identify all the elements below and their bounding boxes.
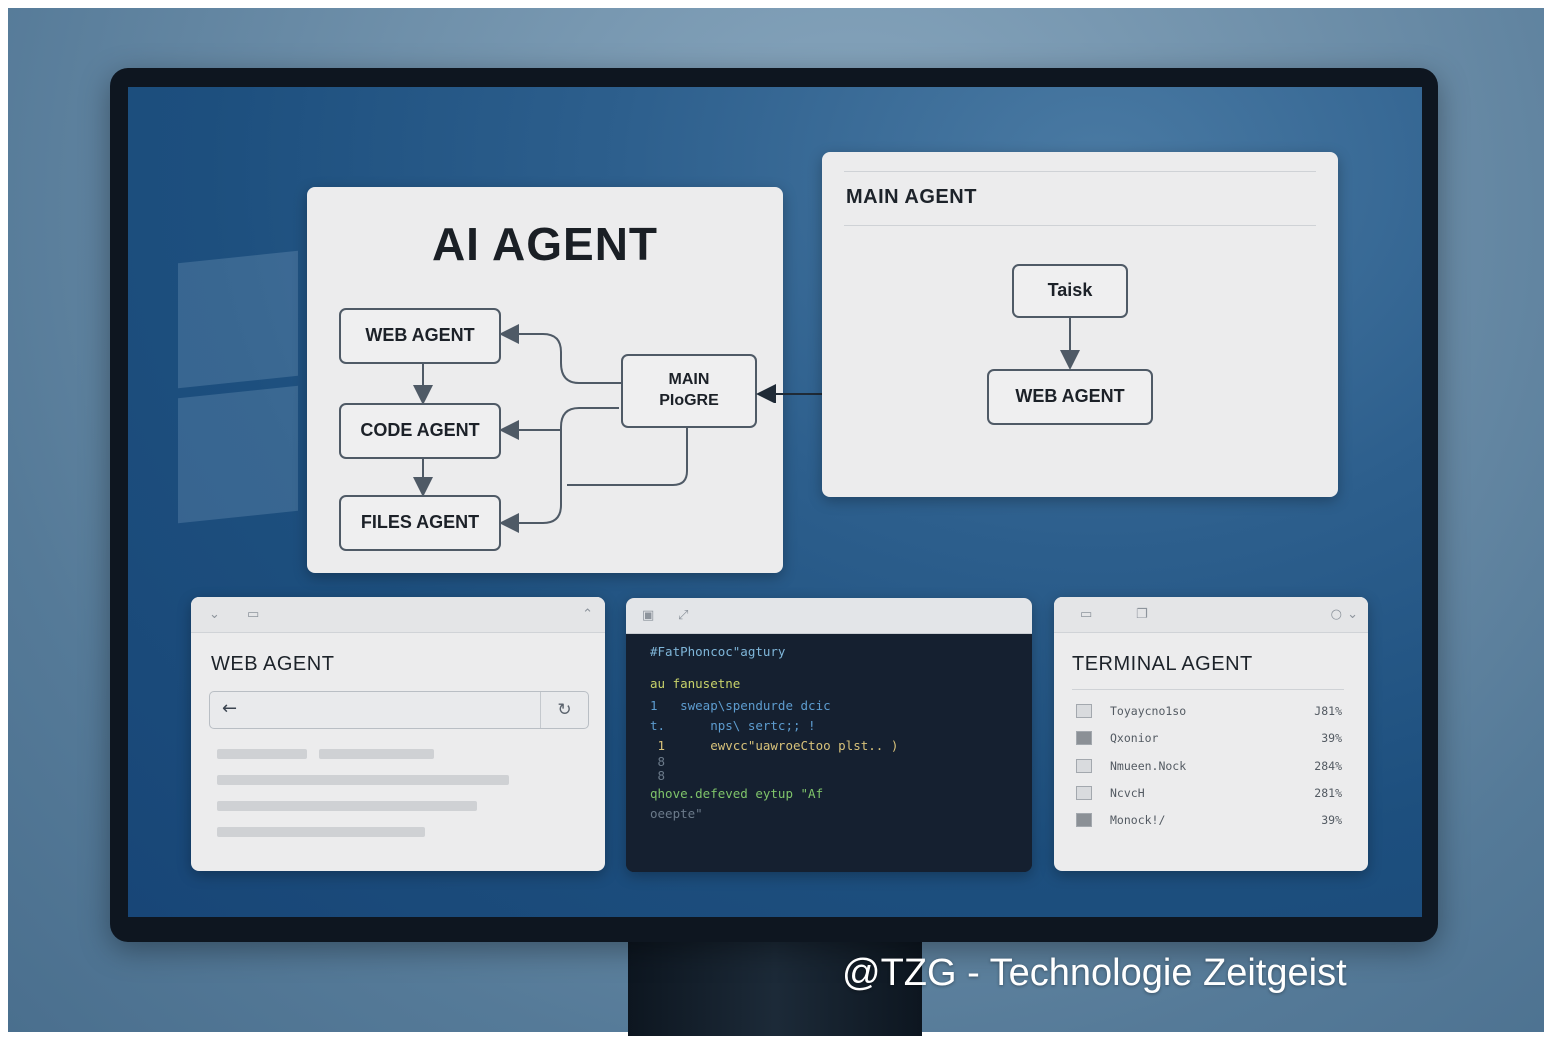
content-skeleton-line — [217, 775, 509, 785]
content-skeleton-line — [217, 801, 477, 811]
reload-icon[interactable]: ↻ — [540, 692, 588, 728]
task-node[interactable]: Taisk — [1012, 264, 1128, 318]
terminal-agent-title: TERMINAL AGENT — [1072, 653, 1253, 675]
back-arrow-icon[interactable]: ← — [222, 698, 238, 719]
copy-icon[interactable]: ❐ — [1136, 607, 1148, 622]
content-skeleton-line — [217, 827, 425, 837]
monitor-screen: AI AGENT WEB AGENT CODE AGENT FILES AGEN… — [128, 87, 1422, 917]
process-checkbox[interactable] — [1076, 759, 1092, 773]
chevron-down-icon[interactable]: ⌄ — [209, 607, 220, 622]
process-value: 39% — [1321, 731, 1342, 745]
ai-agent-panel: AI AGENT WEB AGENT CODE AGENT FILES AGEN… — [307, 187, 783, 573]
process-value: 284% — [1314, 759, 1342, 773]
panel-top-divider — [844, 171, 1316, 172]
main-agent-title: MAIN AGENT — [846, 186, 977, 208]
code-window-titlebar: ▣ ⤢ — [626, 598, 1032, 634]
code-line: qhove.defeved eytup "Af — [650, 786, 824, 801]
process-checkbox[interactable] — [1076, 731, 1092, 745]
terminal-process-row[interactable]: Nmueen.Nock 284% — [1076, 759, 1342, 775]
main-node-line2: PIoGRE — [659, 392, 719, 409]
circle-icon[interactable]: ○ — [1330, 607, 1342, 622]
process-value: 281% — [1314, 786, 1342, 800]
expand-icon[interactable]: ⤢ — [678, 608, 689, 623]
terminal-window-titlebar: ▭ ❐ ○ ⌄ — [1054, 597, 1368, 633]
code-line: oeepte" — [650, 806, 703, 821]
process-name: Nmueen.Nock — [1110, 759, 1187, 773]
code-line: 1 ewvcc"uawroeCtoo plst.. ) — [650, 738, 899, 753]
web-agent-target-node[interactable]: WEB AGENT — [987, 369, 1153, 425]
terminal-title-divider — [1072, 689, 1344, 690]
code-line: au fanusetne — [650, 676, 741, 691]
code-line: 1 sweap\spendurde dcic — [650, 698, 831, 713]
agent-flow-connectors — [413, 324, 688, 533]
terminal-agent-window: ▭ ❐ ○ ⌄ TERMINAL AGENT Toyaycno1so J81% … — [1054, 597, 1368, 871]
code-line: 8 — [650, 768, 666, 783]
web-window-titlebar: ⌄ ▭ ⌃ — [191, 597, 605, 633]
content-skeleton-line — [217, 749, 307, 759]
content-skeleton-line — [319, 749, 434, 759]
terminal-process-row[interactable]: Monock!/ 39% — [1076, 813, 1342, 829]
process-value: J81% — [1314, 704, 1342, 718]
main-agent-panel: MAIN AGENT Taisk WEB AGENT — [822, 152, 1338, 497]
code-line: 8 — [650, 754, 666, 769]
monitor-icon[interactable]: ▭ — [1080, 607, 1093, 622]
process-checkbox[interactable] — [1076, 813, 1092, 827]
code-agent-window: ▣ ⤢ #FatPhoncoc"agtury au fanusetne 1 sw… — [626, 598, 1032, 872]
web-agent-window: ⌄ ▭ ⌃ WEB AGENT ← ↻ — [191, 597, 605, 871]
process-checkbox[interactable] — [1076, 704, 1092, 718]
task-connector — [1060, 318, 1080, 370]
web-agent-title: WEB AGENT — [211, 653, 335, 675]
terminal-process-row[interactable]: Qxonior 39% — [1076, 731, 1342, 747]
process-name: Monock!/ — [1110, 813, 1166, 827]
watermark-text: @TZG - Technologie Zeitgeist — [842, 952, 1347, 994]
files-agent-node[interactable]: FILES AGENT — [339, 495, 501, 551]
code-line: t. nps\ sertc;; ! — [650, 718, 816, 733]
web-agent-node[interactable]: WEB AGENT — [339, 308, 501, 364]
process-value: 39% — [1321, 813, 1342, 827]
terminal-process-row[interactable]: NcvcH 281% — [1076, 786, 1342, 802]
window-icon[interactable]: ▭ — [247, 607, 260, 622]
chevron-down-icon[interactable]: ⌄ — [1347, 607, 1358, 622]
terminal-process-row[interactable]: Toyaycno1so J81% — [1076, 704, 1342, 720]
process-name: Qxonior — [1110, 731, 1159, 745]
main-agent-node[interactable]: MAIN PIoGRE — [621, 354, 757, 428]
code-editor[interactable]: #FatPhoncoc"agtury au fanusetne 1 sweap\… — [626, 634, 1032, 872]
code-agent-node[interactable]: CODE AGENT — [339, 403, 501, 459]
main-node-line1: MAIN — [668, 371, 710, 389]
url-bar[interactable]: ← ↻ — [209, 691, 589, 729]
process-name: NcvcH — [1110, 786, 1145, 800]
code-line: #FatPhoncoc"agtury — [650, 644, 786, 659]
process-checkbox[interactable] — [1076, 786, 1092, 800]
image-icon[interactable]: ▣ — [642, 608, 655, 623]
process-name: Toyaycno1so — [1110, 704, 1187, 718]
monitor-stand — [628, 936, 922, 1036]
ai-agent-title: AI AGENT — [431, 218, 659, 270]
chevron-up-icon[interactable]: ⌃ — [582, 607, 593, 622]
panel-title-divider — [844, 225, 1316, 226]
